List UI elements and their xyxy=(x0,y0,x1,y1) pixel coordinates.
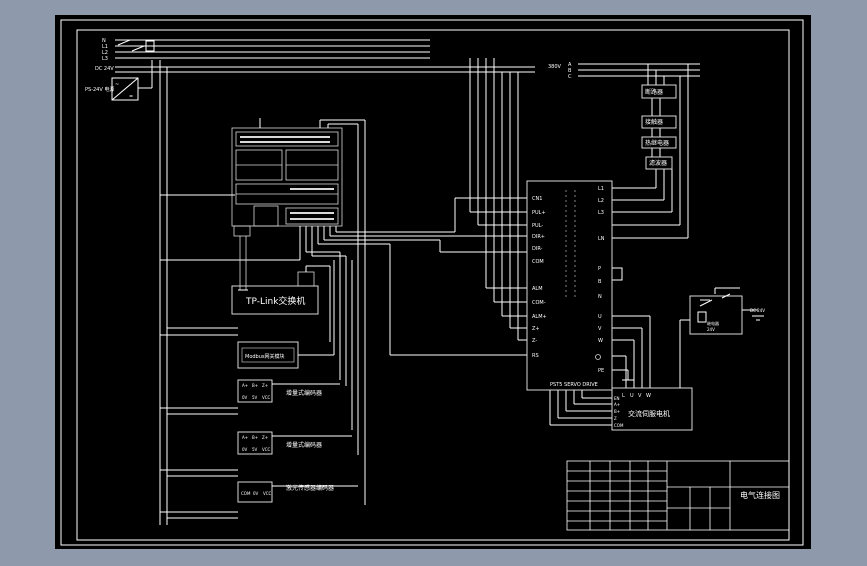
drive-pin-left-2: PUL- xyxy=(532,223,543,229)
motor-pin-en: EN xyxy=(614,396,620,401)
phase-label-l1: L1 xyxy=(102,44,108,50)
encoder2-pin-a: A+ xyxy=(242,435,248,440)
psu-symbol-ac: ~ xyxy=(115,82,119,88)
relay-label: 继电器 xyxy=(707,320,719,326)
sensor-label: 激光传感器编码器 xyxy=(286,484,334,492)
encoder-1: A+ B+ Z+ 0V 5V VCC 增量式编码器 xyxy=(237,379,340,403)
motor-terminal-v: V xyxy=(638,393,642,399)
network-switch: TP-Link交换机 xyxy=(231,265,331,342)
drive-pin-right-6: N xyxy=(598,294,602,300)
encoder-2: A+ B+ Z+ 0V 5V VCC 增量式编码器 xyxy=(237,431,352,455)
phase-mark-b: B xyxy=(568,68,572,74)
motor-pin-b: B+ xyxy=(614,409,620,414)
relay-coil-label: 24V xyxy=(707,327,715,332)
drive-pin-left-8: ALM+ xyxy=(532,314,547,320)
plc-unit xyxy=(231,127,343,290)
supply-labels: 380V A B C xyxy=(548,62,572,80)
drive-pin-right-1: L2 xyxy=(598,198,604,204)
sensor-pin-vcc: VCC xyxy=(263,491,272,496)
filter-label: 滤波器 xyxy=(649,159,667,167)
encoder1-pin-0v: 0V xyxy=(242,395,248,400)
motor-pin-a: A+ xyxy=(614,402,620,407)
psu-label: PS-24V 电源 xyxy=(85,86,114,93)
drive-pin-left-9: Z+ xyxy=(532,326,540,332)
drive-model-label: PST5 SERVO DRIVE xyxy=(550,382,598,388)
drive-pin-left-5: COM xyxy=(532,259,544,265)
inner-frame xyxy=(76,29,790,541)
drive-pin-left-10: Z- xyxy=(532,338,537,344)
drawing-canvas xyxy=(55,15,811,549)
encoder2-pin-vcc: VCC xyxy=(262,447,271,452)
encoder1-pin-b: B+ xyxy=(252,383,258,388)
encoder1-pin-vcc: VCC xyxy=(262,395,271,400)
drive-right-pins: L1 L2 L3 LN P B N U V W PE xyxy=(598,186,605,374)
supply-label: 380V xyxy=(548,64,562,70)
gateway-label: Modbus网关模块 xyxy=(245,353,285,360)
motor-pin-z: Z xyxy=(614,416,617,421)
phase-label-n: N xyxy=(102,38,106,44)
motor-pin-com: COM xyxy=(614,423,624,428)
servo-motor: L U V W EN A+ B+ Z COM 交流伺服电机 xyxy=(611,387,693,431)
drive-pin-right-5: B xyxy=(598,279,602,285)
encoder2-pin-5v: 5V xyxy=(252,447,258,452)
psu-symbol-dc: = xyxy=(129,94,133,100)
encoder1-pin-a: A+ xyxy=(242,383,248,388)
sensor-pin-com: COM xyxy=(241,491,251,496)
thermal-relay-label: 热继电器 xyxy=(645,139,669,147)
encoder1-pin-5v: 5V xyxy=(252,395,258,400)
drive-pin-left-7: COM- xyxy=(532,300,546,306)
drive-pin-right-10: PE xyxy=(598,368,604,374)
title-block xyxy=(566,460,790,531)
phase-label-l3: L3 xyxy=(102,56,108,62)
relay-labels: 继电器 24V DC 24V xyxy=(707,308,765,332)
plc-terminal-dots xyxy=(240,136,334,220)
encoder2-label: 增量式编码器 xyxy=(286,441,322,449)
motor-terminal-l: L xyxy=(622,393,625,399)
phase-mark-c: C xyxy=(568,74,572,80)
breaker-chain: 断路器 接触器 热继电器 滤波器 xyxy=(641,84,677,170)
drive-pin-left-3: DIR+ xyxy=(532,234,545,240)
phase-labels: N L1 L2 L3 DC 24V PS-24V 电源 ~ = xyxy=(85,38,133,100)
drive-pin-right-4: P xyxy=(598,266,601,272)
drive-pin-right-0: L1 xyxy=(598,186,604,192)
drive-pin-right-9: W xyxy=(598,338,603,344)
drive-pin-left-11: RS xyxy=(532,353,539,359)
phase-label-l2: L2 xyxy=(102,50,108,56)
drive-pin-right-7: U xyxy=(598,314,602,320)
drive-pin-right-8: V xyxy=(598,326,602,332)
breaker-label: 断路器 xyxy=(645,88,663,96)
title-block-title: 电气连接图 xyxy=(740,490,780,500)
encoder2-pin-z: Z+ xyxy=(262,435,268,440)
drive-pin-left-0: CN1 xyxy=(532,196,542,202)
drive-pin-left-1: PUL+ xyxy=(532,210,546,216)
motor-terminal-w: W xyxy=(646,393,651,399)
drive-pin-left-4: DIR- xyxy=(532,246,543,252)
left-power-section xyxy=(111,39,535,525)
dc-label: DC 24V xyxy=(95,66,114,72)
drive-pin-right-2: L3 xyxy=(598,210,604,216)
sensor-pin-0v: 0V xyxy=(253,491,259,496)
outer-frame xyxy=(60,19,804,546)
drive-signal-bus xyxy=(469,58,527,341)
motor-terminal-u: U xyxy=(630,393,634,399)
encoder1-pin-z: Z+ xyxy=(262,383,268,388)
phase-mark-a: A xyxy=(568,62,572,68)
laser-sensor: COM 0V VCC 激光传感器编码器 xyxy=(237,481,358,503)
relay-circuit xyxy=(679,287,764,388)
contactor-label: 接触器 xyxy=(645,118,663,126)
encoder2-pin-b: B+ xyxy=(252,435,258,440)
switch-label: TP-Link交换机 xyxy=(245,295,305,307)
motor-label: 交流伺服电机 xyxy=(628,409,670,418)
drive-pin-right-3: LN xyxy=(598,236,605,242)
modbus-gateway: Modbus网关模块 xyxy=(237,260,335,369)
drive-left-pins: CN1 PUL+ PUL- DIR+ DIR- COM ALM COM- ALM… xyxy=(532,196,547,359)
servo-drive: PST5 SERVO DRIVE xyxy=(526,180,613,391)
relay-side-label: DC 24V xyxy=(750,308,765,313)
drive-pin-left-6: ALM xyxy=(532,286,543,292)
encoder1-label: 增量式编码器 xyxy=(286,389,322,397)
right-power-section xyxy=(549,63,700,426)
encoder2-pin-0v: 0V xyxy=(242,447,248,452)
